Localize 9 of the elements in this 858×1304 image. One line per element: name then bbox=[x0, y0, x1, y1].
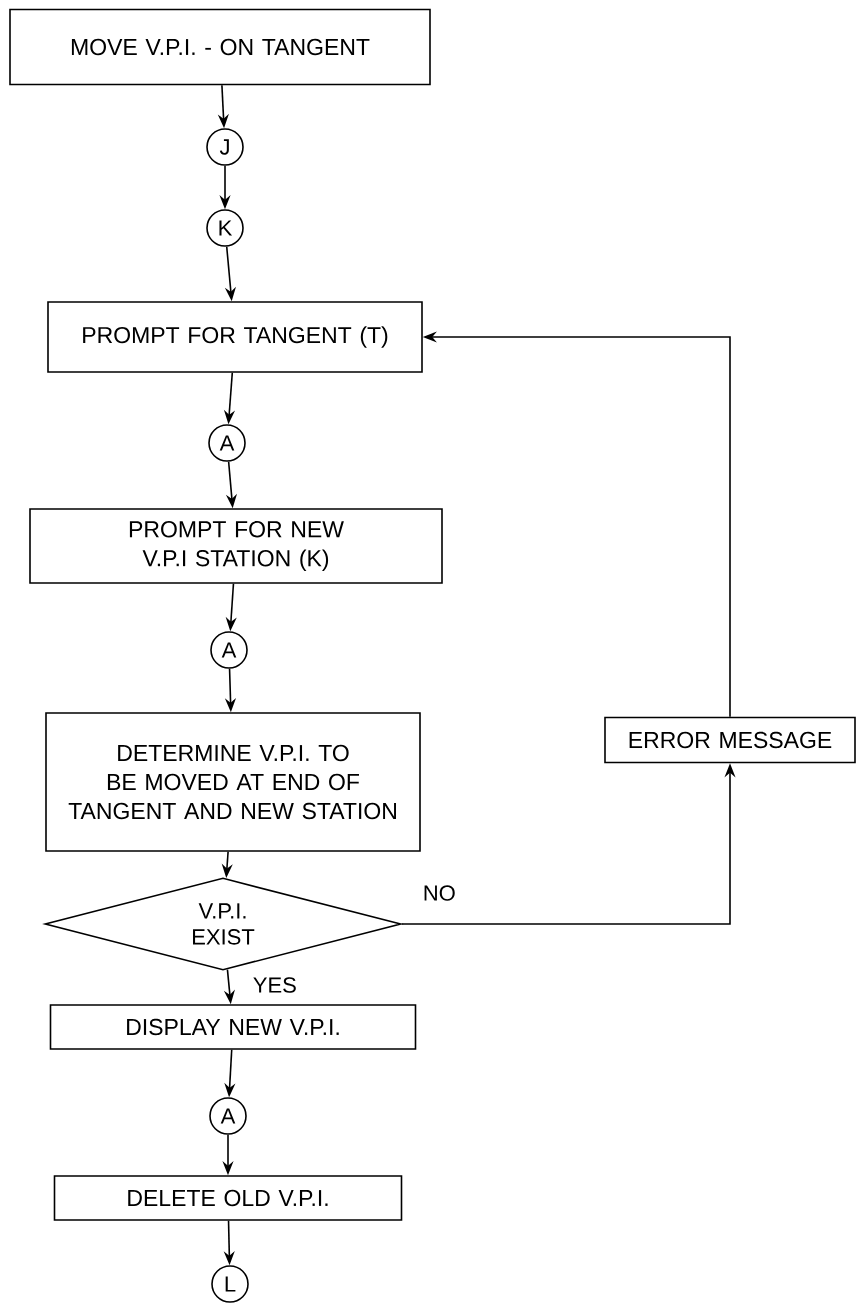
process-box: DISPLAY NEW V.P.I. bbox=[49, 1004, 417, 1050]
edge-label: NO bbox=[420, 883, 458, 903]
process-box: MOVE V.P.I. - ON TANGENT bbox=[9, 8, 431, 86]
process-box: DELETE OLD V.P.I. bbox=[53, 1175, 403, 1221]
process-box: PROMPT FOR TANGENT (T) bbox=[47, 301, 423, 373]
process-box: DETERMINE V.P.I. TO BE MOVED AT END OF TANGENT AND NEW STATION bbox=[45, 712, 421, 852]
edge-label: YES bbox=[250, 975, 299, 995]
process-box: ERROR MESSAGE bbox=[604, 716, 856, 764]
process-box: PROMPT FOR NEW V.P.I STATION (K) bbox=[29, 508, 443, 584]
